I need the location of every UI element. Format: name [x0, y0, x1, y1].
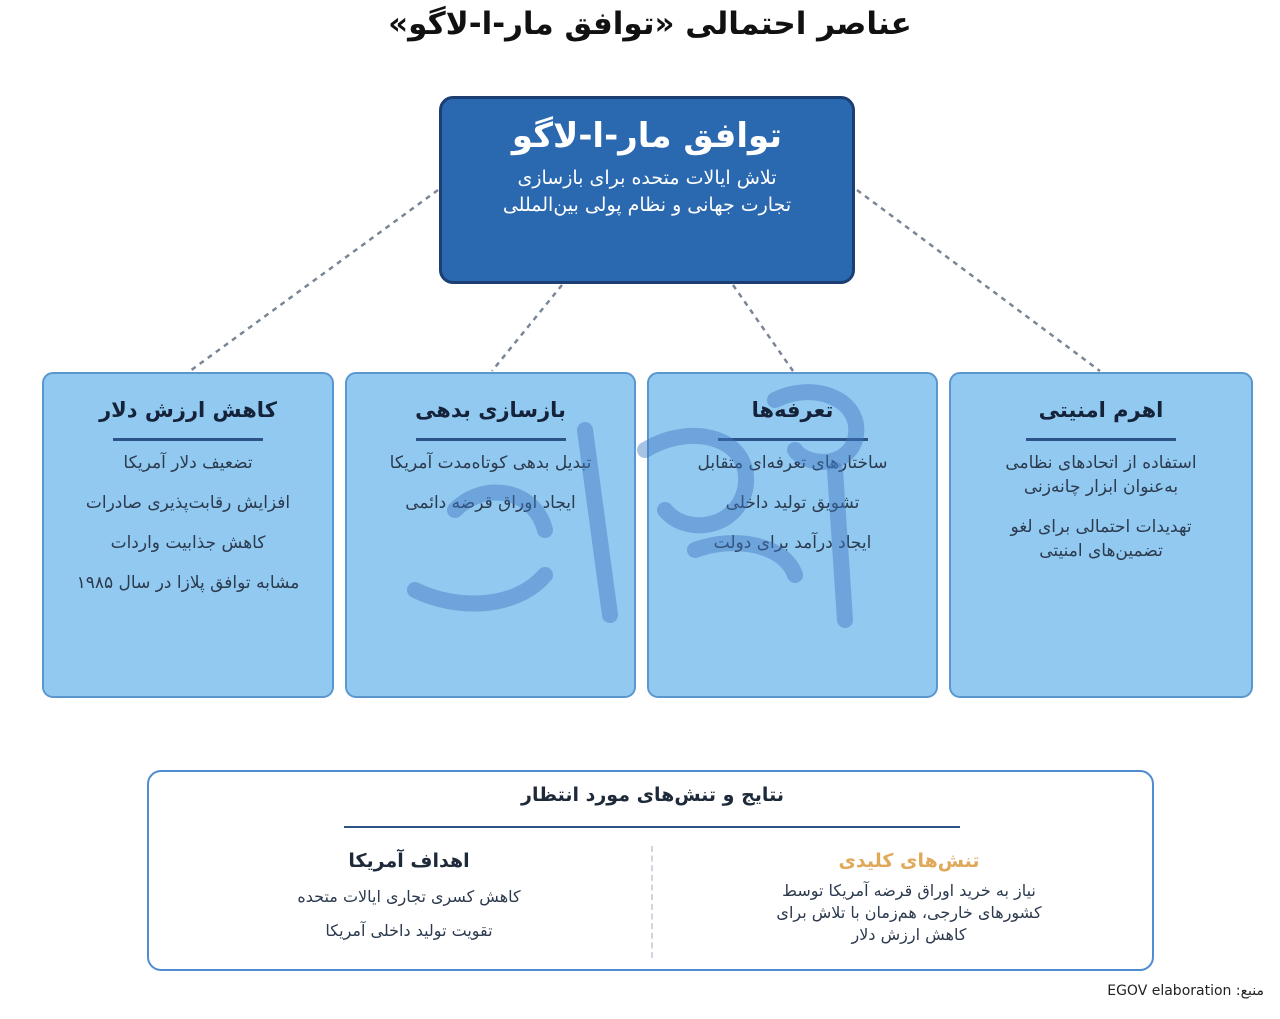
- pillar-tariffs: تعرفه‌ها ساختارهای تعرفه‌ای متقابل تشویق…: [647, 372, 938, 698]
- outcomes-column-separator: [651, 846, 653, 958]
- pillar-item: افزایش رقابت‌پذیری صادرات: [85, 493, 291, 513]
- connector-mid-left: [491, 284, 563, 372]
- watermark-logo: [407, 384, 865, 628]
- pillar-item: ایجاد اوراق قرضه دائمی: [405, 493, 576, 513]
- pillar-title: کاهش ارزش دلار: [99, 398, 277, 422]
- connector-left: [189, 188, 439, 373]
- pillar-debt-restructuring: بازسازی بدهی تبدیل بدهی کوتاه‌مدت آمریکا…: [345, 372, 636, 698]
- pillar-divider: [415, 438, 566, 441]
- pillar-divider: [1026, 438, 1176, 441]
- pillar-title: تعرفه‌ها: [751, 398, 834, 422]
- key-tensions-title: تنش‌های کلیدی: [838, 850, 980, 872]
- page-title: عناصر احتمالی «توافق مار-ا-لاگو»: [388, 6, 912, 42]
- pillar-item: ایجاد درآمد برای دولت: [713, 533, 872, 553]
- pillar-item: تشویق تولید داخلی: [725, 493, 860, 513]
- pillar-title: اهرم امنیتی: [1038, 398, 1164, 422]
- key-tensions-text: نیاز به خرید اوراق قرضه آمریکا توسط کشور…: [776, 881, 1042, 944]
- us-goal-item: تقویت تولید داخلی آمریکا: [325, 921, 493, 940]
- us-goals-title: اهداف آمریکا: [348, 850, 470, 872]
- connector-mid-right: [731, 284, 795, 372]
- outcomes-panel: نتایج و تنش‌های مورد انتظار تنش‌های کلید…: [147, 770, 1154, 971]
- central-title: توافق مار-ا-لاگو: [511, 116, 783, 156]
- key-tensions-column: تنش‌های کلیدی نیاز به خرید اوراق قرضه آم…: [719, 848, 1099, 946]
- pillar-item: استفاده از اتحادهای نظامی به‌عنوان ابزار…: [1005, 453, 1197, 497]
- outcomes-divider-line: [344, 826, 960, 828]
- pillar-divider: [717, 438, 868, 441]
- pillar-security-leverage: اهرم امنیتی استفاده از اتحادهای نظامی به…: [949, 372, 1253, 698]
- pillar-divider: [113, 438, 263, 441]
- us-goals-column: اهداف آمریکا کاهش کسری تجاری ایالات متحد…: [219, 848, 599, 942]
- outcomes-title: نتایج و تنش‌های مورد انتظار: [521, 784, 784, 806]
- connector-right: [856, 188, 1101, 373]
- us-goal-item: کاهش کسری تجاری ایالات متحده: [297, 887, 521, 906]
- pillar-item: مشابه توافق پلازا در سال ۱۹۸۵: [76, 573, 300, 593]
- pillar-item: تبدیل بدهی کوتاه‌مدت آمریکا: [389, 453, 592, 473]
- source-credit: منبع: EGOV elaboration: [1107, 983, 1264, 999]
- pillar-item: کاهش جذابیت واردات: [110, 533, 266, 553]
- pillar-item: ساختارهای تعرفه‌ای متقابل: [697, 453, 888, 473]
- central-concept-box: توافق مار-ا-لاگو تلاش ایالات متحده برای …: [439, 96, 855, 284]
- central-description: تلاش ایالات متحده برای بازسازی تجارت جها…: [502, 167, 792, 216]
- pillar-title: بازسازی بدهی: [415, 398, 566, 422]
- pillar-item: تضعیف دلار آمریکا: [123, 453, 253, 473]
- pillar-dollar-devaluation: کاهش ارزش دلار تضعیف دلار آمریکا افزایش …: [42, 372, 334, 698]
- pillar-item: تهدیدات احتمالی برای لغو تضمین‌های امنیت…: [1010, 517, 1192, 561]
